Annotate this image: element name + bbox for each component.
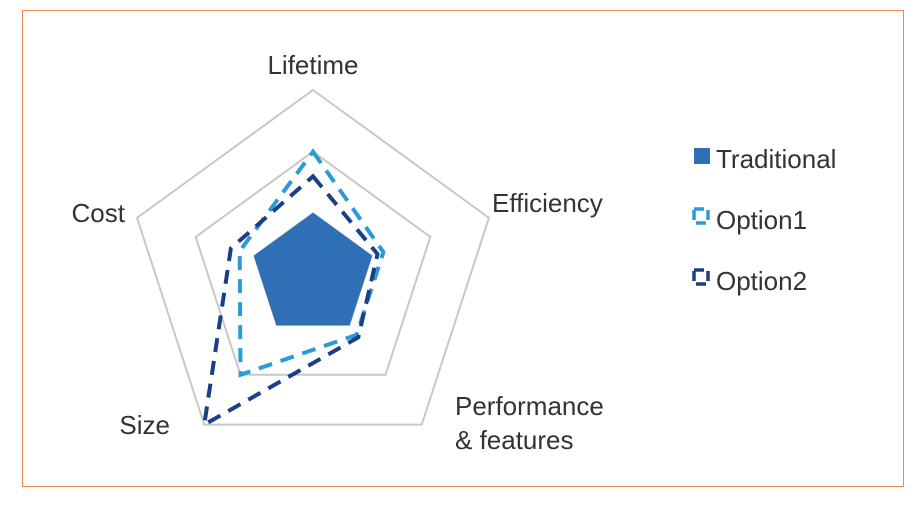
axis-label-2: Performance& features (455, 391, 604, 455)
legend-label-option1: Option1 (716, 205, 807, 235)
grid-ring-3 (135, 88, 491, 426)
series-option1 (237, 148, 386, 378)
axis-label-0: Lifetime (267, 50, 358, 80)
axis-label-4: Cost (72, 198, 126, 228)
grid-ring-2 (194, 150, 432, 376)
series-option2 (201, 173, 380, 429)
series-traditional (253, 212, 373, 326)
legend-label-option2: Option2 (716, 266, 807, 296)
legend-swatch-traditional (694, 148, 710, 164)
axis-label-1: Efficiency (492, 188, 603, 218)
legend-swatch-option2 (692, 268, 710, 286)
legend-label-traditional: Traditional (716, 144, 836, 174)
chart-frame (22, 10, 904, 487)
legend-swatch-option1 (692, 207, 710, 225)
axis-label-3: Size (119, 410, 170, 440)
